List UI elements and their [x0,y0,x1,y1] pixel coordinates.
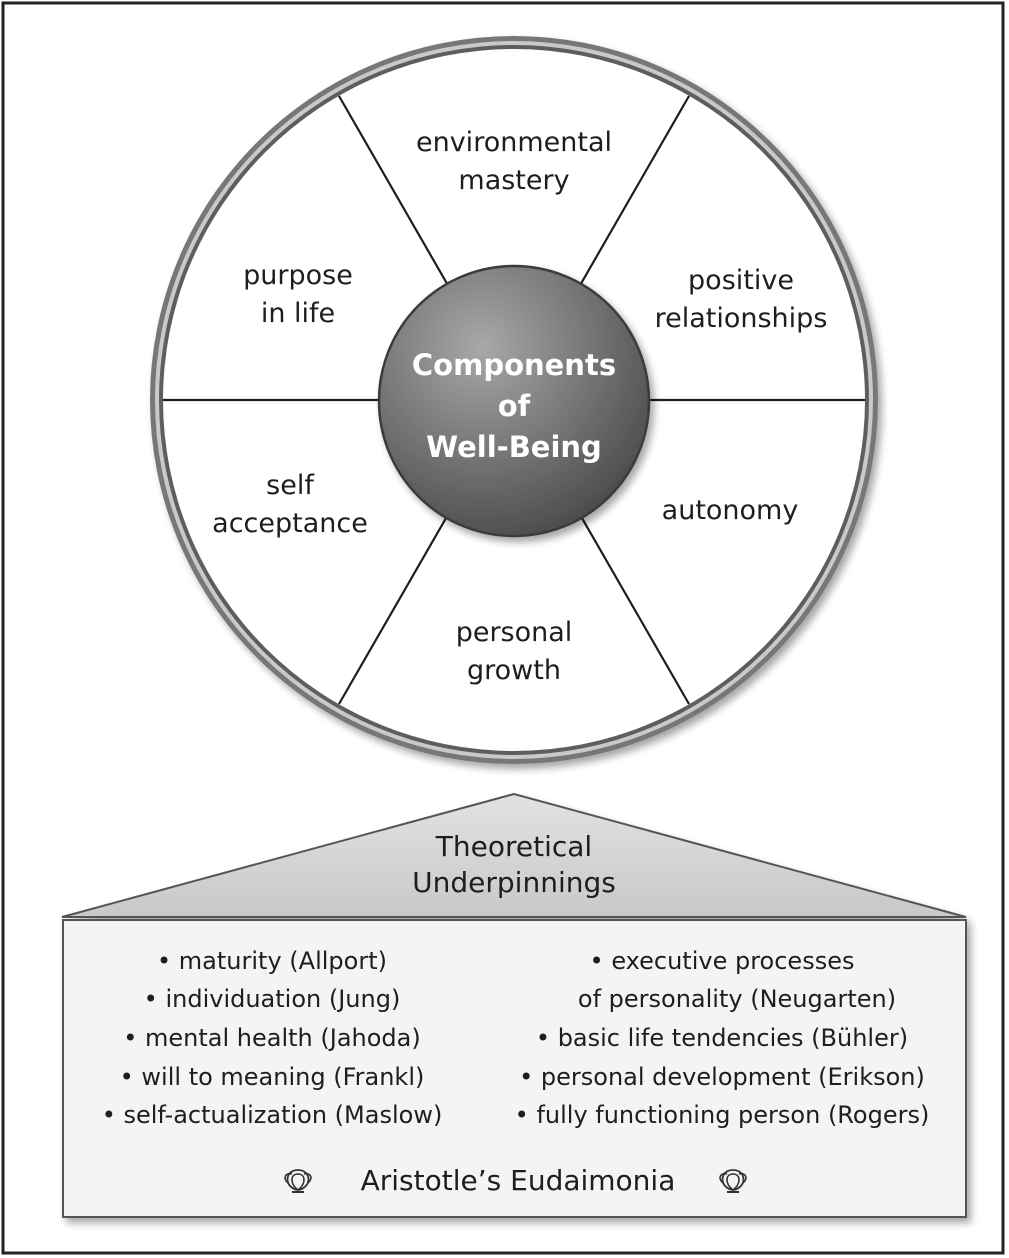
segment-label: acceptance [212,508,368,539]
right-list: • executive processes of personality (Ne… [515,947,930,1129]
segment-label: in life [261,298,335,329]
list-item: • basic life tendencies (Bühler) [536,1024,908,1052]
segment-label: personal [456,617,573,648]
list-item: • maturity (Allport) [157,947,387,975]
segment-label: autonomy [662,495,799,526]
underpinnings-box [62,919,967,1218]
segment-label: purpose [243,260,353,291]
hub-title: Well-Being [426,430,602,464]
segment-positive-relationships: positive relationships [655,265,828,334]
segment-label: environmental [416,127,612,158]
segment-purpose-in-life: purpose in life [243,260,353,329]
list-item: • self-actualization (Maslow) [102,1101,443,1129]
list-item: • fully functioning person (Rogers) [515,1101,930,1129]
hub-title: Components [412,348,616,382]
footer: Aristotle’s Eudaimonia [284,1164,747,1197]
segment-label: mastery [458,165,569,196]
roof-title: Theoretical [435,830,592,863]
left-list: • maturity (Allport) • individuation (Ju… [102,947,443,1129]
wheel: environmental mastery positive relations… [150,36,878,764]
foundation: Theoretical Underpinnings • maturity (Al… [61,792,967,1218]
segment-self-acceptance: self acceptance [212,470,368,539]
segment-label: growth [467,655,561,686]
segment-label: self [266,470,315,501]
segment-environmental-mastery: environmental mastery [416,127,612,196]
hub: Components of Well-Being [377,264,651,538]
segment-autonomy: autonomy [662,495,799,526]
hub-circle [377,264,651,538]
list-item: of personality (Neugarten) [578,985,896,1013]
footer-label: Aristotle’s Eudaimonia [361,1164,676,1197]
segment-label: relationships [655,303,828,334]
list-item: • executive processes [590,947,855,975]
list-item: • will to meaning (Frankl) [120,1063,425,1091]
segment-personal-growth: personal growth [456,617,573,686]
list-item: • personal development (Erikson) [519,1063,925,1091]
list-item: • individuation (Jung) [144,985,401,1013]
roof [61,792,967,918]
list-item: • mental health (Jahoda) [123,1024,421,1052]
hub-title: of [498,389,531,423]
segment-label: positive [688,265,794,296]
roof-title: Underpinnings [412,866,616,899]
